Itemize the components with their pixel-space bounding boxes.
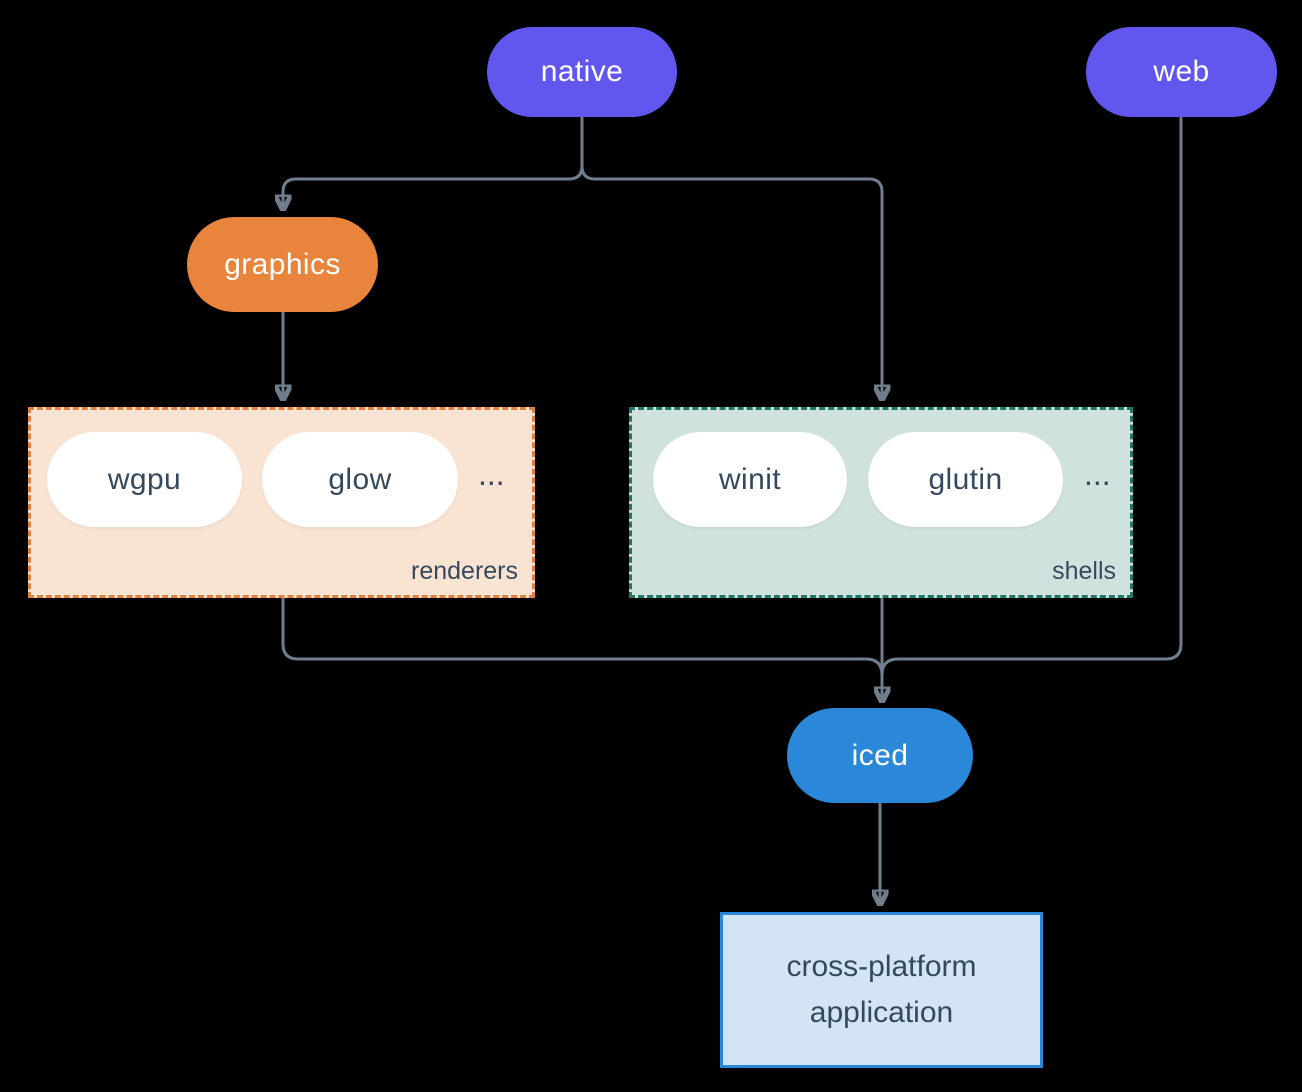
- group-label-shells: shells: [1052, 557, 1116, 585]
- group-shells: winit glutin ... shells: [629, 407, 1133, 598]
- node-iced: iced: [787, 708, 973, 803]
- edge-native-shells: [580, 117, 882, 396]
- node-graphics: graphics: [187, 217, 378, 312]
- node-web: web: [1086, 27, 1277, 117]
- node-winit: winit: [653, 432, 847, 527]
- node-glutin: glutin: [868, 432, 1063, 527]
- group-renderers: wgpu glow ... renderers: [28, 407, 535, 598]
- shells-ellipsis: ...: [1084, 456, 1111, 492]
- renderers-ellipsis: ...: [478, 456, 505, 492]
- edge-renderers-merge: [281, 598, 884, 676]
- node-native: native: [487, 27, 677, 117]
- edge-web-merge: [880, 117, 1183, 676]
- node-cross-platform-application: cross-platform application: [720, 912, 1043, 1068]
- node-glow: glow: [262, 432, 458, 527]
- edge-native-graphics: [283, 117, 584, 206]
- group-label-renderers: renderers: [411, 557, 518, 585]
- node-wgpu: wgpu: [47, 432, 242, 527]
